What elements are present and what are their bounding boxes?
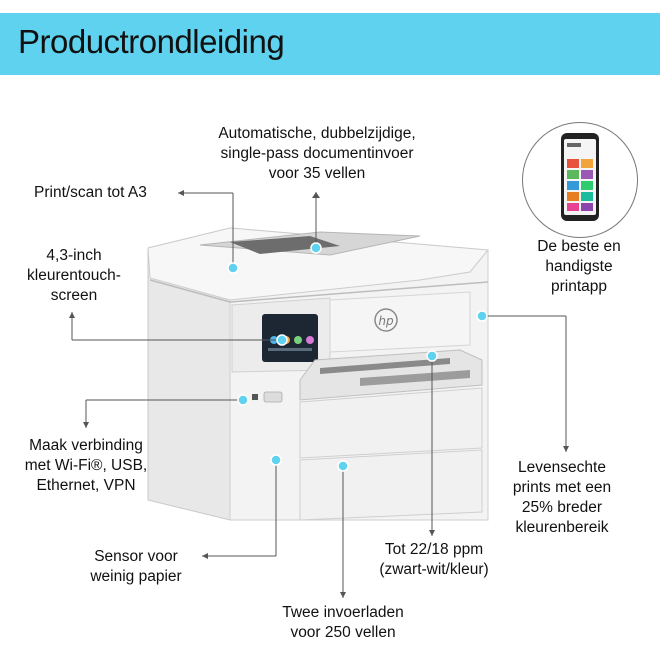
callout-connect: Maak verbinding met Wi-Fi®, USB, Etherne… <box>24 437 148 494</box>
adf-slot <box>230 236 340 254</box>
callout-touchscreen: 4,3-inch kleurentouch- screen <box>27 247 121 304</box>
dot-speed <box>426 350 438 362</box>
callout-speed: Tot 22/18 ppm (zwart-wit/kleur) <box>379 541 489 578</box>
dot-prints <box>476 310 488 322</box>
callout-trays: Twee invoerladen voor 250 vellen <box>282 604 404 641</box>
callout-prints: Levensechte prints met een 25% breder kl… <box>512 459 612 536</box>
callout-a3: Print/scan tot A3 <box>34 184 147 201</box>
phone-icon <box>561 133 599 221</box>
scanner-seam <box>149 279 489 303</box>
hp-logo <box>374 308 398 332</box>
app-phone-circle <box>522 122 638 238</box>
front-cover <box>329 291 471 353</box>
page-title: Productrondleiding <box>18 23 285 60</box>
paper-tray-1 <box>299 387 483 459</box>
dot-sensor <box>270 454 282 466</box>
dot-touch <box>276 334 288 346</box>
dot-connect <box>237 394 249 406</box>
callout-app: De beste en handigste printapp <box>537 238 621 295</box>
header-banner: Productrondleiding <box>0 13 660 75</box>
dot-a3 <box>227 262 239 274</box>
dot-adf <box>310 242 322 254</box>
callout-sensor: Sensor voor weinig papier <box>90 548 182 585</box>
svg-text:hp: hp <box>378 314 394 328</box>
dot-trays <box>337 460 349 472</box>
callout-adf: Automatische, dubbelzijdige, single-pass… <box>218 125 416 182</box>
